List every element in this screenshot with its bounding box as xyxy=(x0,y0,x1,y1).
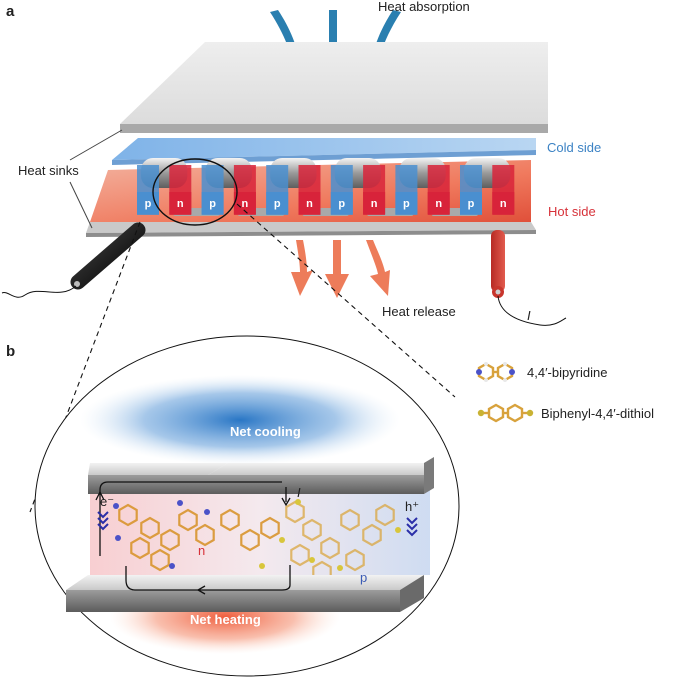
heat-release-arrows xyxy=(291,240,390,298)
biphenyl-dithiol-icon xyxy=(477,403,534,423)
molecule-atom xyxy=(113,503,119,509)
molecule-ring xyxy=(260,516,280,540)
molecule-ring xyxy=(195,523,215,547)
cold-side-label: Cold side xyxy=(547,140,601,155)
molecule-ring xyxy=(130,536,150,560)
molecule-atom xyxy=(295,499,301,505)
molecule-ring xyxy=(220,508,240,532)
molecule-atom xyxy=(115,535,121,541)
zoom-line-left xyxy=(29,221,141,513)
molecule-ring xyxy=(340,508,360,532)
molecule-ring xyxy=(362,523,382,547)
current-label-a: I xyxy=(527,308,531,323)
current-label-b: I xyxy=(297,485,301,500)
legend-label-dithiol: Biphenyl-4,4′-dithiol xyxy=(541,406,654,421)
panel-b-label: b xyxy=(6,343,15,360)
leg-face-n xyxy=(427,192,450,214)
leg-label: n xyxy=(177,198,184,210)
leg-label: p xyxy=(274,198,281,210)
leg-face-n xyxy=(492,192,515,214)
leg-face-n xyxy=(298,192,321,214)
net-heating-label: Net heating xyxy=(190,612,261,627)
molecule-atom xyxy=(337,565,343,571)
leg-label: n xyxy=(242,198,249,210)
right-cable xyxy=(491,230,567,326)
molecule-ring xyxy=(178,508,198,532)
leg-face-p xyxy=(330,192,353,214)
electron-label: e⁻ xyxy=(100,494,114,509)
net-cooling-label: Net cooling xyxy=(230,424,301,439)
molecule-atom xyxy=(395,527,401,533)
leg-label: p xyxy=(145,198,152,210)
top-heat-sink xyxy=(120,42,548,133)
molecule-ring xyxy=(240,528,260,552)
leg-face-p xyxy=(201,192,224,214)
heat-absorption-label: Heat absorption xyxy=(378,0,470,14)
molecule-ring xyxy=(375,503,395,527)
panel-a-label: a xyxy=(6,3,15,20)
top-electrodes xyxy=(88,457,434,494)
molecule-ring xyxy=(140,516,160,540)
leg-face-p xyxy=(266,192,289,214)
molecule-legend: 4,4′-bipyridine Biphenyl-4,4′-dithiol xyxy=(476,362,654,423)
molecule-ring xyxy=(150,548,170,572)
molecule-ring xyxy=(118,503,138,527)
bipyridine-icon xyxy=(476,362,515,382)
bottom-electrode xyxy=(66,575,424,612)
molecule-atom xyxy=(204,509,210,515)
molecule-ring xyxy=(345,548,365,572)
molecule-ring xyxy=(290,543,310,567)
current-path xyxy=(95,481,291,595)
hole-flow-chevrons-icon xyxy=(406,517,418,537)
leg-face-p xyxy=(395,192,418,214)
leg-face-n xyxy=(363,192,386,214)
molecule-ring xyxy=(160,528,180,552)
leg-label: p xyxy=(468,198,475,210)
leg-label: p xyxy=(338,198,345,210)
leg-label: p xyxy=(403,198,410,210)
molecule-atom xyxy=(259,563,265,569)
p-region-label: p xyxy=(360,570,367,585)
leg-label: n xyxy=(500,198,507,210)
hot-side-label: Hot side xyxy=(548,204,596,219)
molecular-junction-region xyxy=(90,485,430,575)
legend-label-bipyridine: 4,4′-bipyridine xyxy=(527,365,607,380)
zoom-line-right xyxy=(236,203,456,398)
leg-label: n xyxy=(306,198,313,210)
leg-label: p xyxy=(209,198,216,210)
heat-sinks-label: Heat sinks xyxy=(18,163,79,178)
leg-label: n xyxy=(435,198,442,210)
molecule-ring xyxy=(302,518,322,542)
leg-face-p xyxy=(460,192,482,214)
leg-label: n xyxy=(371,198,378,210)
molecule-atom xyxy=(279,537,285,543)
zoom-circle xyxy=(152,158,238,226)
leg-face-n xyxy=(169,192,192,214)
heat-sinks-pointer-bottom xyxy=(69,181,93,229)
molecule-atom xyxy=(169,563,175,569)
hole-label: h⁺ xyxy=(405,499,419,514)
molecule-atom xyxy=(309,557,315,563)
n-region-label: n xyxy=(198,543,205,558)
net-cooling-glow xyxy=(80,375,400,465)
molecule-ring xyxy=(285,500,305,524)
left-cable xyxy=(1,222,146,298)
electron-flow-chevrons-icon xyxy=(97,511,109,531)
molecules xyxy=(113,499,401,584)
heat-release-label: Heat release xyxy=(382,304,456,319)
molecule-atom xyxy=(177,500,183,506)
heat-sinks-pointer-top xyxy=(69,129,123,161)
leg-face-n xyxy=(233,192,256,214)
molecule-ring xyxy=(320,536,340,560)
